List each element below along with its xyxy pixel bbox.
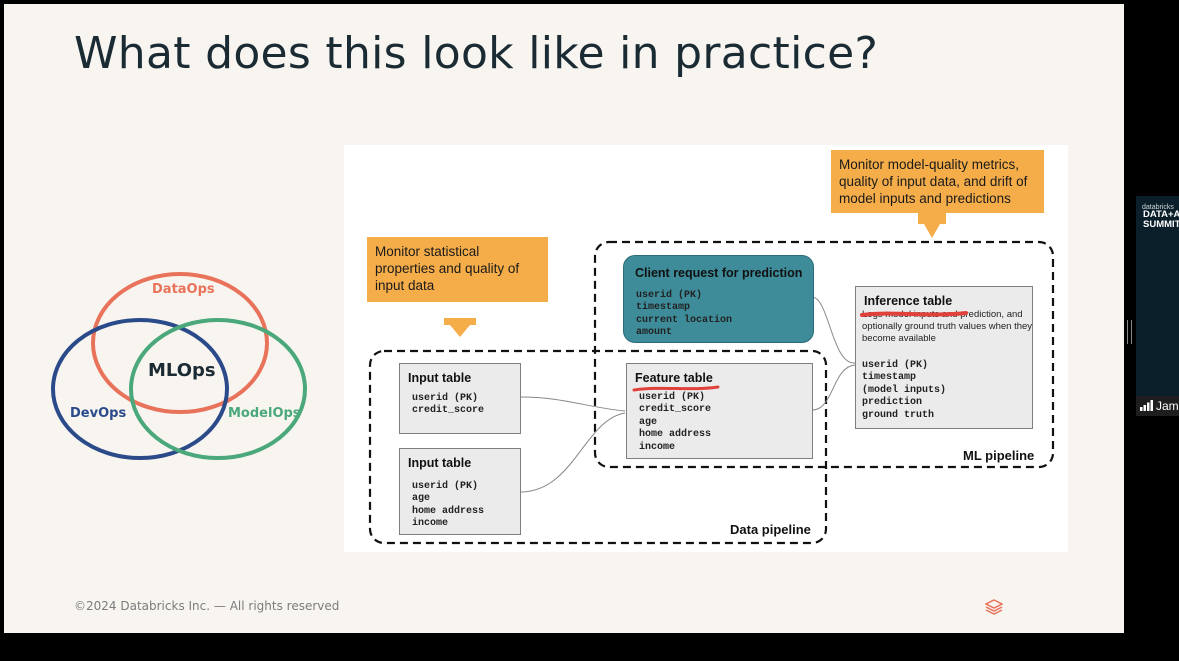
diagram-connectors: [368, 212, 1055, 545]
participant-name-bar: Jame: [1136, 396, 1179, 416]
ml-pipeline-boundary: [593, 240, 1055, 469]
dataops-label: DataOps: [152, 282, 215, 297]
devops-circle: [51, 318, 229, 460]
participant-video-tile[interactable]: databricks DATA+AI SUMMIT: [1136, 196, 1179, 416]
data-pipeline-boundary: [368, 349, 828, 545]
mlops-venn-diagram: DataOps DevOps ModelOps MLOps: [48, 272, 318, 472]
data-callout-arrow: [444, 318, 476, 337]
side-event-text: DATA+AI SUMMIT: [1143, 209, 1179, 230]
input-table-2: Input table userid (PK) age home address…: [399, 448, 521, 535]
side-brand-text: databricks: [1142, 204, 1174, 211]
data-pipeline-label: Data pipeline: [730, 522, 811, 537]
feature-table: Feature table userid (PK) credit_score a…: [626, 363, 813, 459]
mlops-center-label: MLOps: [148, 360, 216, 381]
data-monitoring-callout: Monitor statistical properties and quali…: [367, 237, 548, 302]
signal-strength-icon: [1140, 400, 1153, 411]
modelops-circle: [129, 318, 307, 460]
client-request-title: Client request for prediction: [635, 266, 803, 280]
devops-label: DevOps: [70, 406, 127, 421]
databricks-logo-icon: [985, 599, 1003, 615]
modelops-label: ModelOps: [228, 406, 301, 421]
connector-input2-feature: [519, 412, 626, 493]
inference-strike-annotation: [860, 311, 968, 317]
client-request-fields: userid (PK) timestamp current location a…: [636, 290, 733, 339]
slide: What does this look like in practice? Da…: [4, 4, 1124, 633]
ml-pipeline-label: ML pipeline: [963, 448, 1035, 463]
input-table-1: Input table userid (PK) credit_score: [399, 363, 521, 434]
input-table-2-fields: userid (PK) age home address income: [412, 481, 485, 530]
inference-table-fields: userid (PK) timestamp (model inputs) pre…: [862, 360, 947, 421]
connector-client-inference: [811, 296, 856, 364]
slide-title: What does this look like in practice?: [74, 28, 879, 79]
dataops-circle: [91, 272, 269, 414]
input-table-2-title: Input table: [408, 456, 472, 470]
inference-table-title: Inference table: [864, 294, 953, 308]
participant-name: Jame: [1156, 399, 1179, 413]
connector-input1-feature: [519, 396, 626, 412]
connector-feature-inference: [811, 364, 856, 411]
feature-table-fields: userid (PK) credit_score age home addres…: [639, 392, 712, 453]
splitter-handle[interactable]: [1127, 320, 1132, 344]
input-table-1-fields: userid (PK) credit_score: [412, 393, 485, 417]
input-table-1-title: Input table: [408, 371, 472, 385]
model-monitoring-callout: Monitor model-quality metrics, quality o…: [831, 150, 1044, 213]
client-request-box: Client request for prediction userid (PK…: [623, 255, 814, 343]
feature-title-underline: [632, 385, 720, 392]
feature-table-title: Feature table: [635, 371, 713, 385]
pipeline-diagram: Monitor statistical properties and quali…: [344, 145, 1068, 552]
model-callout-arrow: [918, 212, 946, 238]
inference-table: Inference table Logs model inputs and pr…: [855, 286, 1033, 429]
copyright-footer: ©2024 Databricks Inc. — All rights reser…: [74, 599, 340, 613]
